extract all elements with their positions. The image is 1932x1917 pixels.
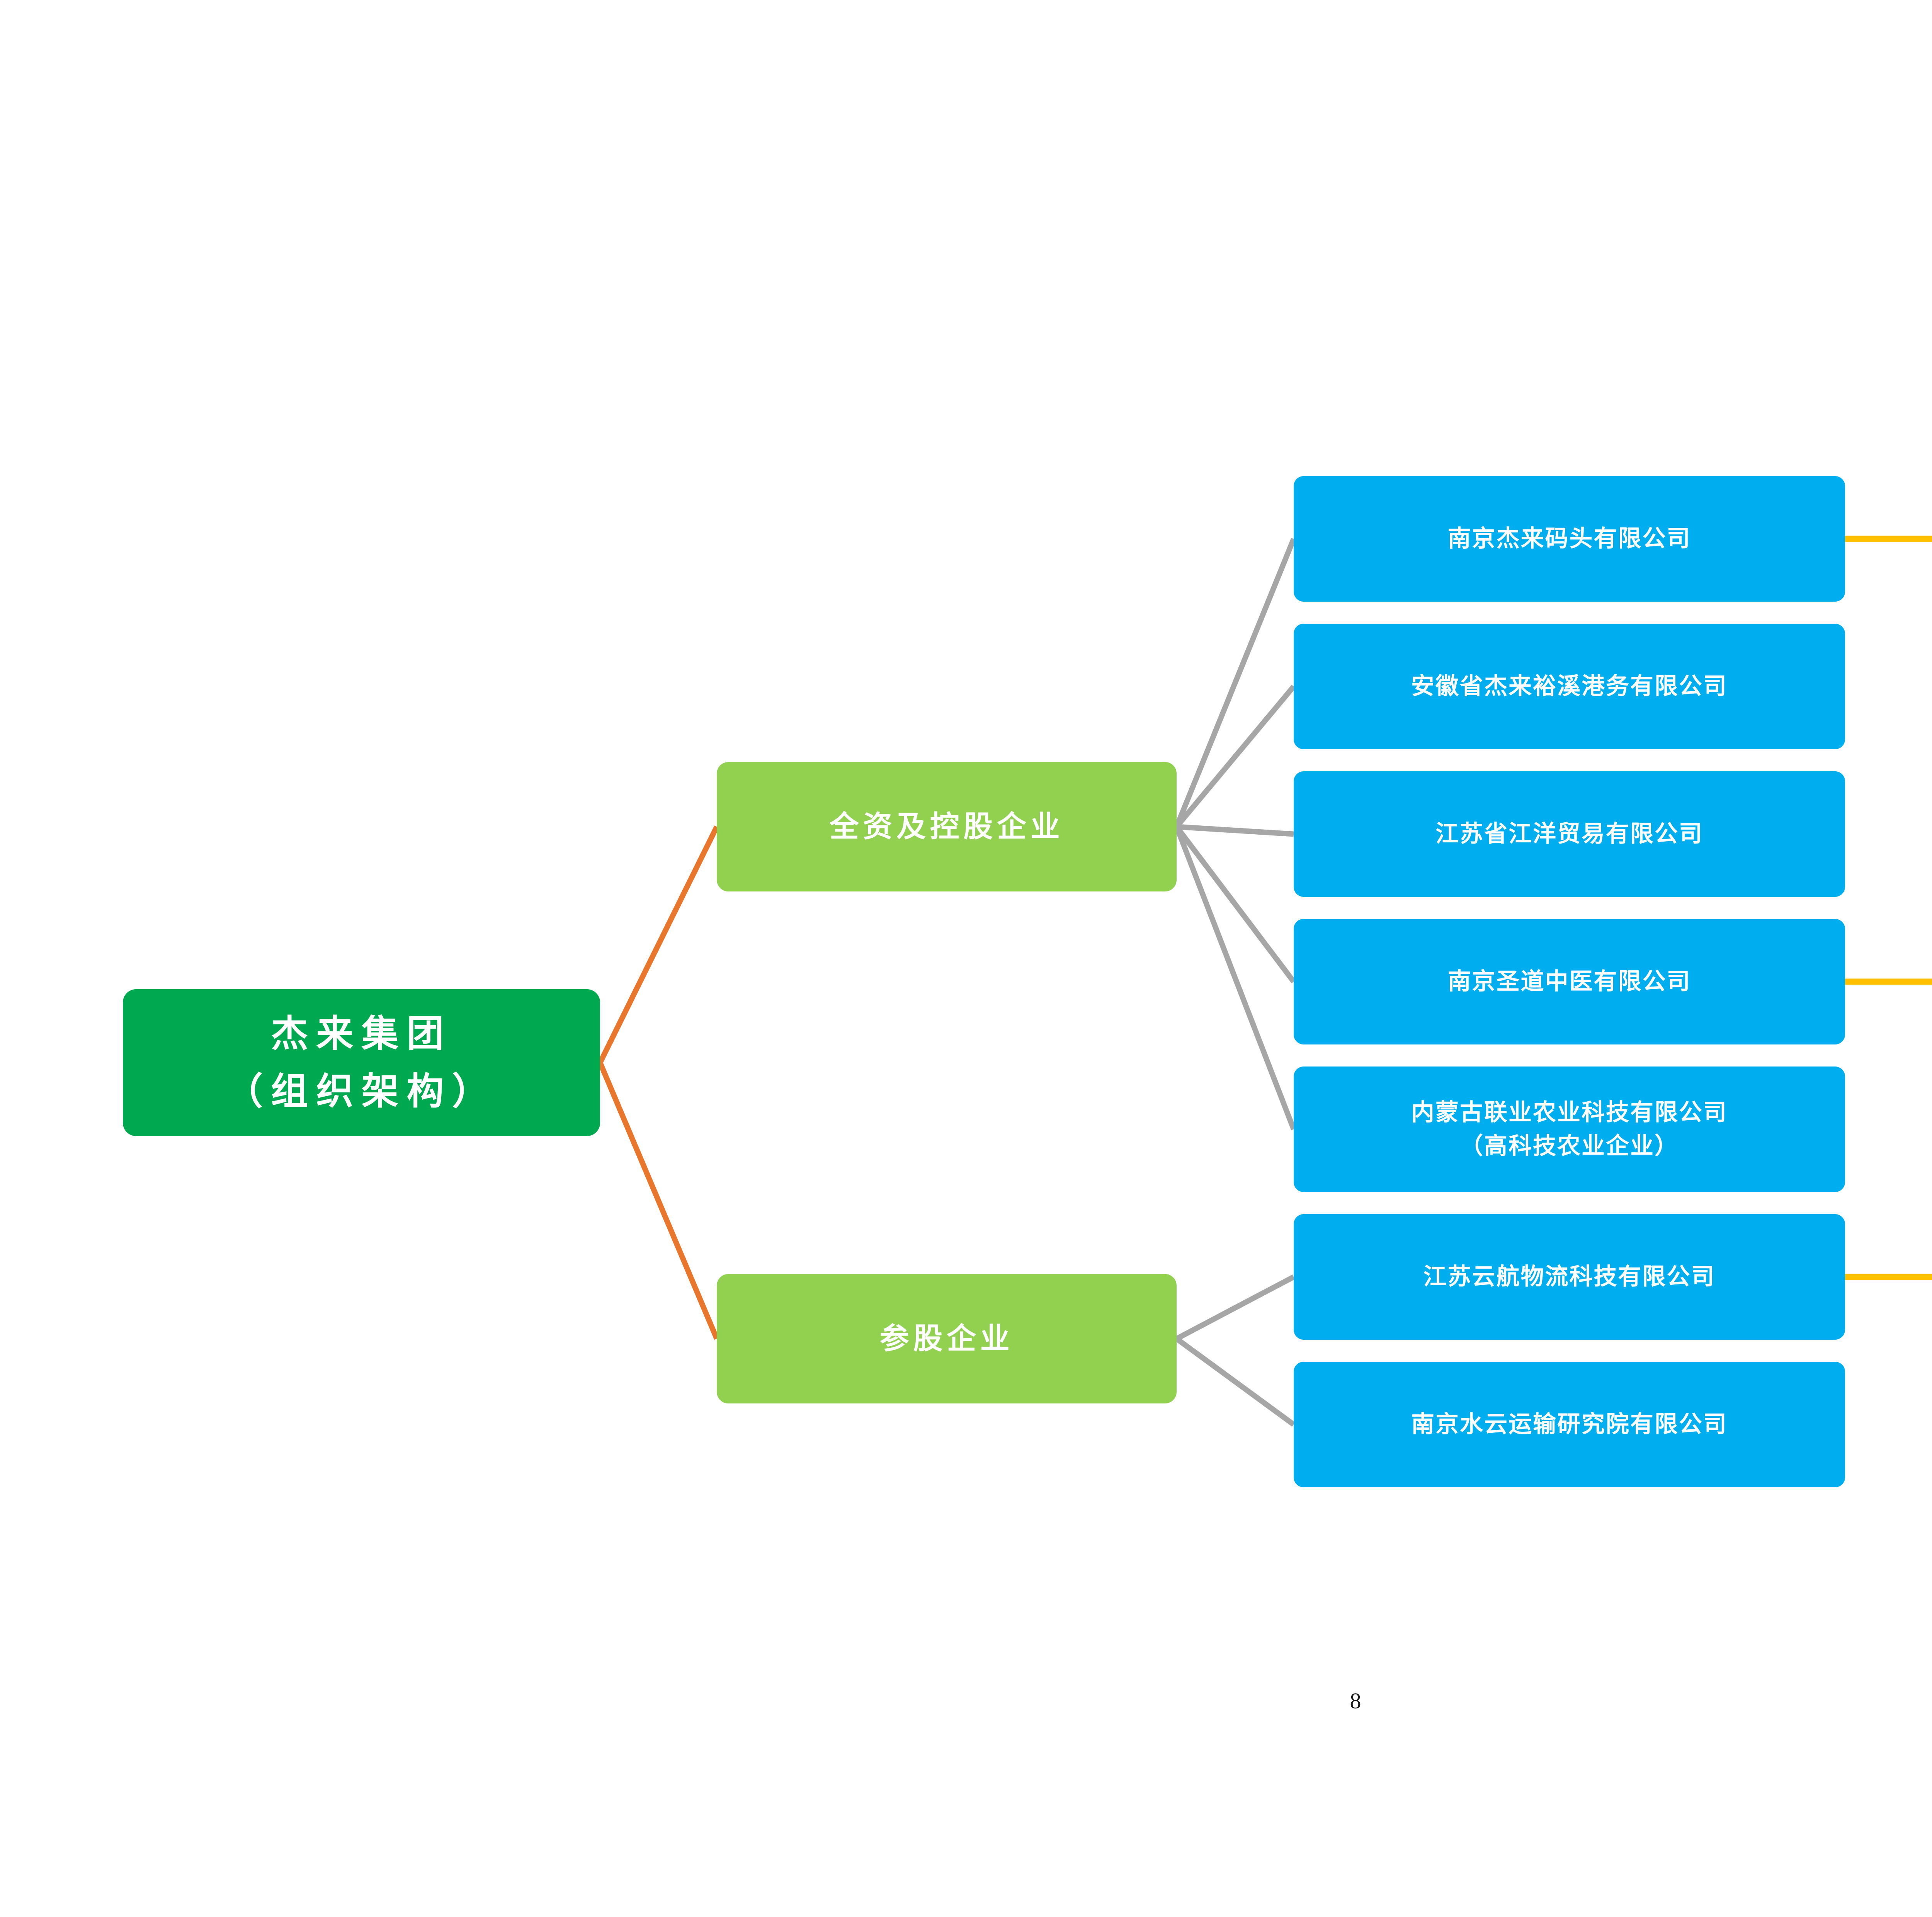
subsidiary-node-nanjing-shengdao-tcm[interactable]: 南京圣道中医有限公司: [1294, 919, 1845, 1044]
connector-branch-equity-participation-to-sub-7: [1175, 1336, 1296, 1427]
branch-node-label: 参股企业: [879, 1321, 1014, 1356]
subsidiary-node-jiangsu-jiangyang-trade[interactable]: 江苏省江洋贸易有限公司: [1294, 771, 1845, 897]
subsidiary-node-anhui-jielai-yuxi-port[interactable]: 安徽省杰来裕溪港务有限公司: [1294, 624, 1845, 749]
root-node-label: 杰来集团 （组织架构）: [226, 1012, 497, 1113]
connector-branch-wholly-owned-to-sub-2: [1174, 685, 1296, 828]
subsidiary-node-label: 安徽省杰来裕溪港务有限公司: [1411, 673, 1728, 700]
subsidiary-node-inner-mongolia-lianye-agri[interactable]: 内蒙古联业农业科技有限公司 （高科技农业企业）: [1294, 1067, 1845, 1192]
connector-branch-wholly-owned-to-sub-1: [1174, 538, 1296, 828]
connector-root-to-branch-equity-participation: [597, 1061, 719, 1340]
subsidiary-node-label: 南京水云运输研究院有限公司: [1411, 1411, 1728, 1438]
connector-branch-equity-participation-to-sub-6: [1175, 1274, 1295, 1341]
subsidiary-node-nanjing-jielai-wharf[interactable]: 南京杰来码头有限公司: [1294, 476, 1845, 602]
subsidiary-node-label: 内蒙古联业农业科技有限公司 （高科技农业企业）: [1411, 1099, 1728, 1160]
connector-branch-wholly-owned-to-sub-3: [1176, 824, 1294, 837]
branch-node-wholly-owned-holding[interactable]: 全资及控股企业: [717, 762, 1177, 891]
branch-node-label: 全资及控股企业: [829, 809, 1064, 844]
subsidiary-node-label: 江苏云航物流科技有限公司: [1423, 1263, 1716, 1290]
connector-branch-wholly-owned-to-sub-5: [1174, 825, 1296, 1131]
root-node-jielai-group[interactable]: 杰来集团 （组织架构）: [123, 989, 600, 1136]
subsidiary-node-label: 南京杰来码头有限公司: [1447, 525, 1691, 552]
connector-branch-wholly-owned-to-sub-4: [1174, 825, 1296, 983]
subsidiary-node-label: 江苏省江洋贸易有限公司: [1435, 820, 1703, 847]
subsidiary-node-label: 南京圣道中医有限公司: [1447, 968, 1691, 995]
connector-root-to-branch-wholly-owned: [597, 825, 719, 1064]
branch-node-equity-participation[interactable]: 参股企业: [717, 1274, 1177, 1403]
subsidiary-node-nanjing-shuiyun-transport-institute[interactable]: 南京水云运输研究院有限公司: [1294, 1362, 1845, 1487]
subsidiary-node-jiangsu-yunhang-logistics[interactable]: 江苏云航物流科技有限公司: [1294, 1214, 1845, 1340]
page-number: 8: [1350, 1688, 1361, 1713]
